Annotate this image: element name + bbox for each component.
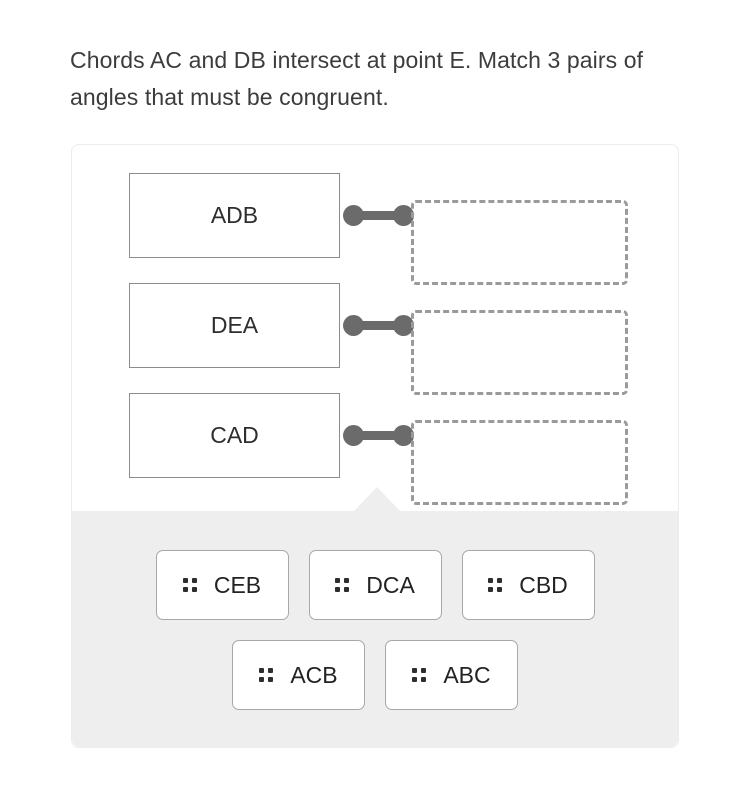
chip-label: DCA [366,571,415,598]
match-label-box-1: DEA [129,283,340,368]
match-row: DEA [72,283,678,395]
drag-handle-icon[interactable] [182,578,197,592]
match-label-text: CAD [210,422,259,448]
drag-handle-icon[interactable] [335,578,350,592]
connector-bar [353,321,404,330]
chip-label: ACB [290,661,338,688]
chip-label: CEB [213,571,262,598]
match-label-box-2: CAD [129,393,340,478]
chip-row-0: CEB DCA CBD [72,550,678,620]
drag-handle-icon[interactable] [259,668,274,682]
drag-handle-icon[interactable] [488,578,503,592]
connector-knob-left [343,425,364,446]
draggable-chip-acb[interactable]: ACB [232,640,365,710]
match-label-text: ADB [210,202,259,228]
draggable-chip-cbd[interactable]: CBD [461,550,595,620]
connector-knob-left [343,205,364,226]
chip-tray: CEB DCA CBD ACB ABC [72,487,678,747]
chip-label: CBD [519,571,568,598]
connector-icon [343,315,414,336]
match-row: CAD [72,393,678,505]
connector-icon [343,425,414,446]
match-label-box-0: ADB [129,173,340,258]
connector-icon [343,205,414,226]
draggable-chip-dca[interactable]: DCA [308,550,442,620]
connector-knob-right [393,205,414,226]
drag-handle-icon[interactable] [412,668,427,682]
drop-zone-2[interactable] [411,420,628,505]
page-title: Chords AC and DB intersect at point E. M… [70,47,644,110]
chip-row-1: ACB ABC [72,640,678,710]
matching-exercise-card: ADB DEA [71,144,679,748]
match-label-text: DEA [210,312,259,338]
connector-bar [353,211,404,220]
draggable-chip-ceb[interactable]: CEB [155,550,289,620]
drop-zone-0[interactable] [411,200,628,285]
connector-knob-right [393,425,414,446]
connector-bar [353,431,404,440]
match-row: ADB [72,173,678,285]
drop-zone-1[interactable] [411,310,628,395]
draggable-chip-abc[interactable]: ABC [385,640,518,710]
tray-pointer-icon [354,487,400,511]
connector-knob-left [343,315,364,336]
chip-label: ABC [443,661,491,688]
connector-knob-right [393,315,414,336]
